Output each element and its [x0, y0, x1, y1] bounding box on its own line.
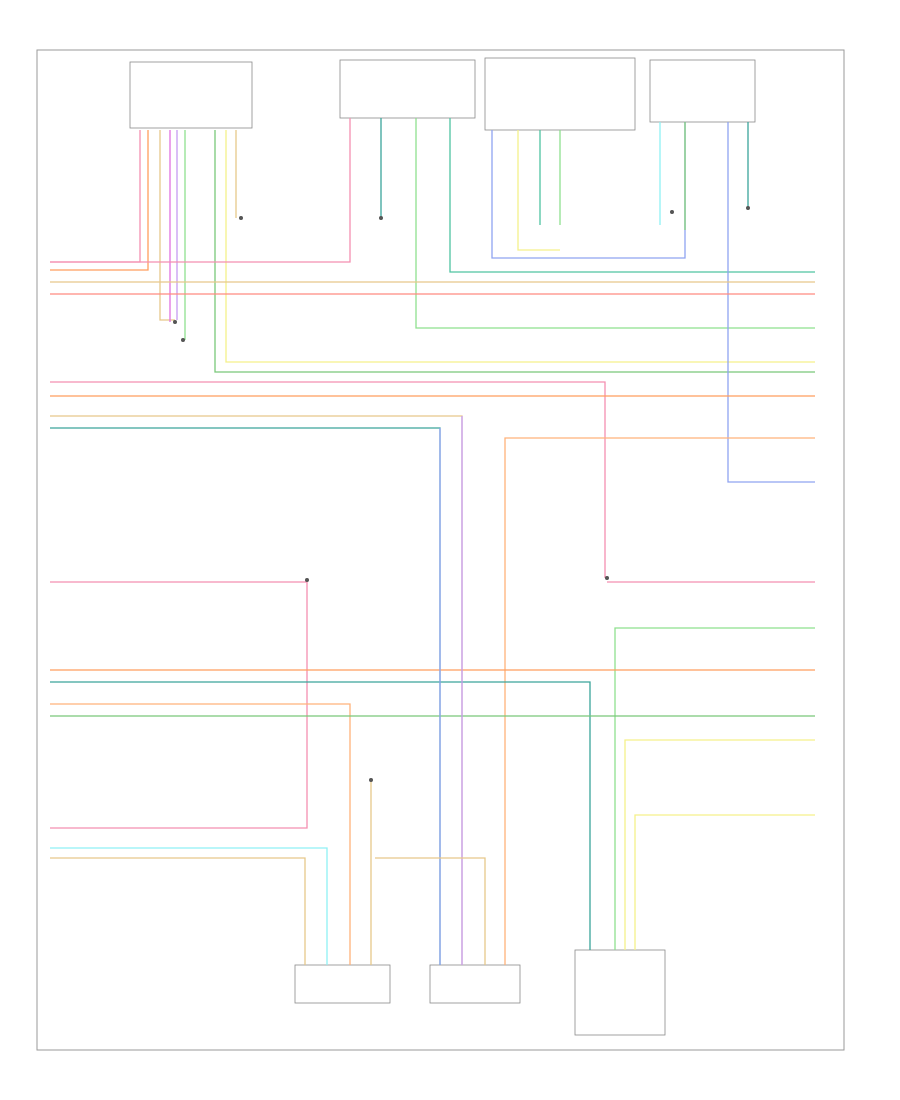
splice-dot — [746, 206, 750, 210]
splice-dot — [670, 210, 674, 214]
component-box-5 — [294, 964, 391, 1004]
splice-dot — [379, 216, 383, 220]
splice-dot — [239, 216, 243, 220]
diagram-frame — [36, 49, 845, 1051]
wire-tan — [375, 857, 486, 965]
splice-dot — [369, 778, 373, 782]
wire-yellow — [225, 130, 815, 363]
wire-green — [614, 627, 815, 950]
wire-yellow — [624, 739, 815, 950]
wire-pink — [50, 118, 351, 263]
wire-lightorange — [504, 437, 815, 965]
splice-dot — [181, 338, 185, 342]
wire-darkteal — [50, 681, 591, 950]
wire-orange — [50, 130, 149, 271]
wire-pink — [50, 381, 606, 578]
wire-green — [415, 118, 815, 329]
wire-pink — [50, 581, 308, 829]
wire-tan — [159, 130, 175, 321]
wire-lightorange — [50, 703, 351, 965]
wire-darkteal — [50, 427, 441, 965]
wire-blue — [727, 122, 815, 483]
component-box-2 — [339, 59, 476, 119]
wire-darkgreen — [214, 130, 815, 373]
component-box-6 — [429, 964, 521, 1004]
wire-cyan — [50, 847, 328, 965]
component-box-4 — [649, 59, 756, 123]
component-box-3 — [484, 57, 636, 131]
component-box-1 — [129, 61, 253, 129]
splice-dot — [173, 320, 177, 324]
splice-dot — [305, 578, 309, 582]
wire-yellow — [517, 130, 560, 251]
wire-teal — [449, 118, 815, 273]
component-box-7 — [574, 949, 666, 1036]
wire-tan — [50, 857, 306, 965]
splice-points — [173, 206, 750, 782]
wire-yellow — [634, 814, 815, 950]
wire-group — [50, 118, 815, 965]
splice-dot — [605, 576, 609, 580]
bottom-components — [294, 949, 666, 1036]
top-components — [129, 57, 756, 131]
wire-tan — [50, 415, 463, 965]
wire-pink — [50, 130, 141, 263]
wire-blue — [491, 122, 686, 259]
